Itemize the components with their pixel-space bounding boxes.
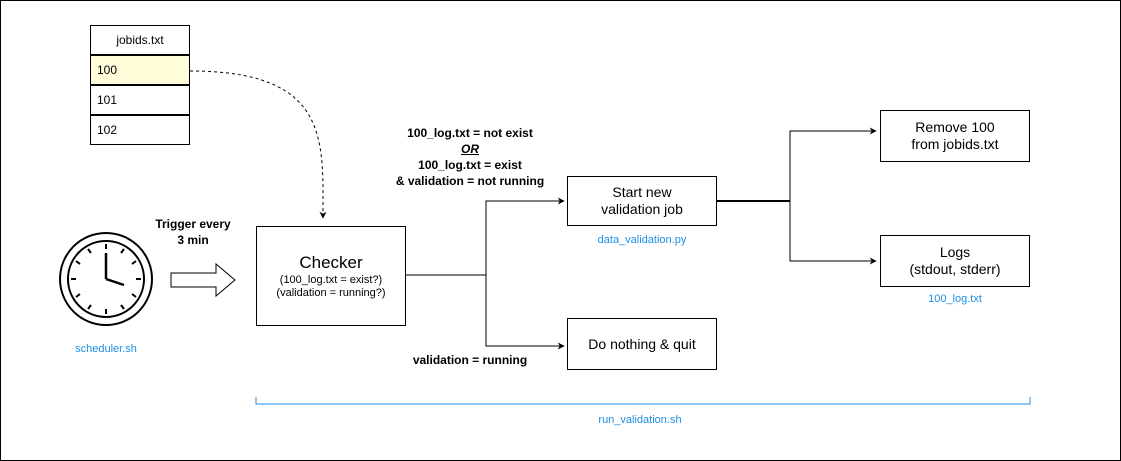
logs-file-label: 100_log.txt	[928, 293, 982, 305]
condition-line-1: 100_log.txt = not exist	[407, 126, 533, 140]
remove-line-1: Remove 100	[915, 119, 995, 135]
start-line-1: Start new	[612, 184, 672, 200]
remove-line-2: from jobids.txt	[911, 136, 999, 152]
checker-line-2: (validation = running?)	[276, 287, 386, 299]
dashed-connector	[189, 70, 327, 219]
condition-or: OR	[461, 142, 479, 156]
table-row-101: 101	[90, 85, 190, 115]
condition-line-4: & validation = not running	[395, 174, 545, 188]
checker-line-1: (100_log.txt = exist?)	[279, 274, 383, 286]
run-validation-label: run_validation.sh	[598, 414, 682, 426]
condition-bottom-label: validation = running	[412, 353, 528, 367]
trigger-arrow	[170, 262, 236, 298]
remove-job-box: Remove 100 from jobids.txt	[880, 110, 1030, 162]
split-to-start-connector	[485, 197, 565, 275]
split-to-remove-connector	[789, 127, 877, 201]
logs-line-2: (stdout, stderr)	[909, 261, 1001, 277]
start-line-2: validation job	[601, 201, 683, 217]
checker-box: Checker (100_log.txt = exist?) (validati…	[256, 226, 406, 326]
condition-top-label: 100_log.txt = not exist OR 100_log.txt =…	[372, 125, 568, 189]
logs-line-1: Logs	[939, 244, 971, 260]
split-to-logs-connector	[789, 201, 877, 265]
table-header: jobids.txt	[90, 25, 190, 55]
trigger-label: Trigger every 3 min	[138, 216, 248, 248]
checker-title: Checker	[299, 253, 363, 272]
do-nothing-box: Do nothing & quit	[567, 318, 717, 370]
run-validation-bracket	[255, 397, 1031, 405]
split-to-nothing-connector	[485, 275, 565, 350]
clock-icon	[59, 232, 153, 326]
table-row-100: 100	[90, 55, 190, 85]
condition-line-3: 100_log.txt = exist	[418, 158, 522, 172]
logs-box: Logs (stdout, stderr)	[880, 235, 1030, 287]
start-validation-box: Start new validation job	[567, 176, 717, 226]
trigger-line-1: Trigger every	[155, 217, 231, 231]
trigger-line-2: 3 min	[177, 233, 209, 247]
table-row-102: 102	[90, 115, 190, 145]
scheduler-label: scheduler.sh	[75, 343, 137, 355]
start-file-label: data_validation.py	[597, 234, 687, 246]
